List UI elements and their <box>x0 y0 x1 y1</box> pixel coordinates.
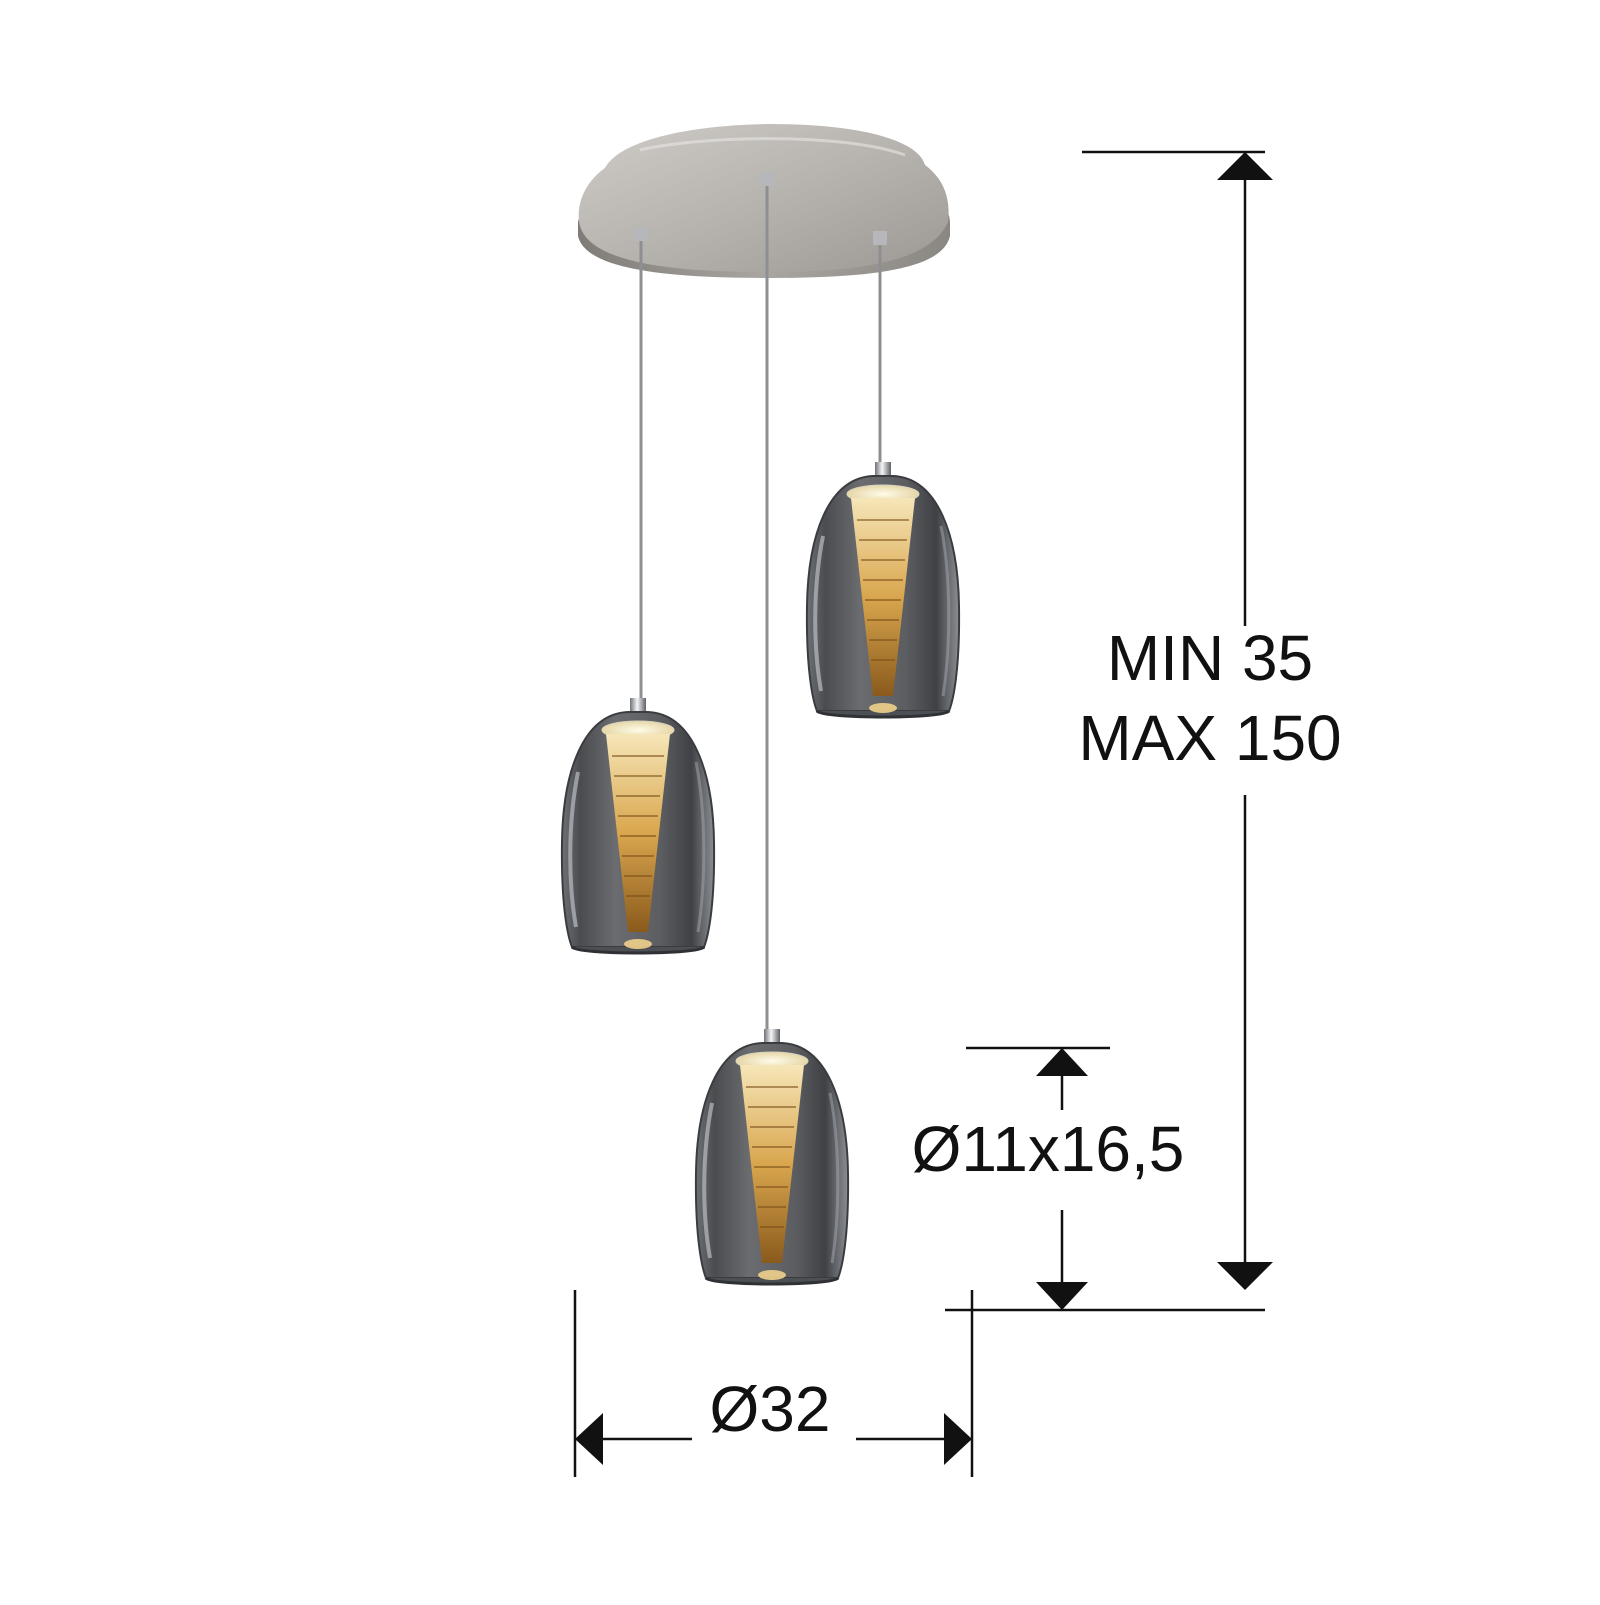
cable-grips <box>634 172 887 245</box>
pendant-shade-bottom <box>693 1027 851 1286</box>
ceiling-canopy <box>578 124 950 278</box>
cone-ribs <box>612 519 909 1228</box>
height-min-label: MIN 35 <box>1106 622 1314 694</box>
pendant-shade-right <box>804 460 962 719</box>
height-arrowheads <box>1217 152 1273 1290</box>
canopy-diameter-label: Ø32 <box>709 1373 831 1445</box>
diameter-arrowheads <box>575 1413 972 1465</box>
suspension-cables <box>639 180 882 1034</box>
diameter-dimension-line <box>573 1290 974 1477</box>
shade-size-label: Ø11x16,5 <box>911 1113 1185 1185</box>
height-dimension-line <box>945 150 1265 1312</box>
pendant-shade-left <box>559 696 717 955</box>
shade-arrowheads <box>1036 1048 1088 1310</box>
height-max-label: MAX 150 <box>1078 702 1342 774</box>
